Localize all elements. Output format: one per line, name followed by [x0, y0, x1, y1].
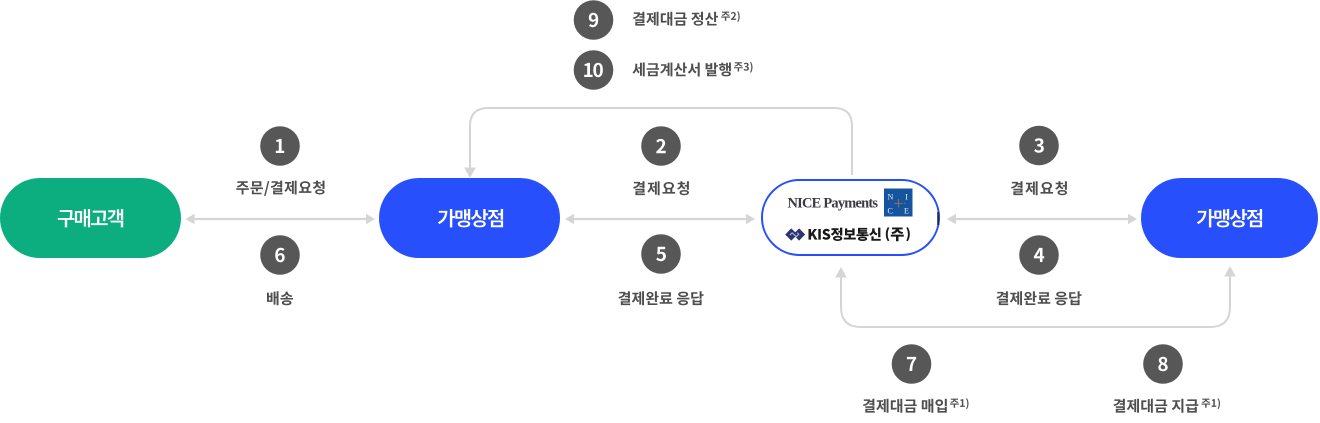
svg-text:E: E	[904, 207, 909, 216]
svg-text:N: N	[888, 192, 894, 201]
svg-text:C: C	[888, 207, 893, 216]
svg-text:NICE Payments: NICE Payments	[788, 196, 879, 212]
svg-text:I: I	[905, 192, 908, 201]
